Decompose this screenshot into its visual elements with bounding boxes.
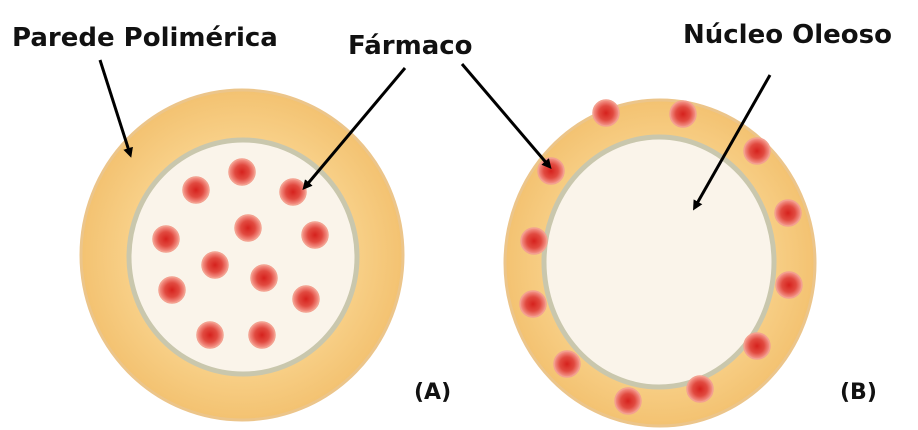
a-drug-particle — [249, 322, 275, 348]
arrow-drug-b — [462, 64, 549, 166]
label-polymer-wall: Parede Polimérica — [12, 23, 278, 53]
a-drug-particle — [159, 277, 185, 303]
b-drug-particle — [615, 388, 641, 414]
a-drug-particle — [302, 222, 328, 248]
b-drug-particle — [687, 376, 713, 402]
b-drug-particle — [538, 158, 564, 184]
b-drug-particle — [744, 138, 770, 164]
a-drug-particle — [280, 179, 306, 205]
b-drug-particle — [670, 101, 696, 127]
b-drug-particle — [776, 272, 802, 298]
b-drug-particle — [744, 333, 770, 359]
a-drug-particle — [202, 252, 228, 278]
nanosphere-a — [81, 90, 403, 420]
b-drug-particle — [775, 200, 801, 226]
nanocapsule-b — [505, 100, 815, 426]
b-drug-particle — [521, 228, 547, 254]
a-drug-particle — [229, 159, 255, 185]
label-oil-core: Núcleo Oleoso — [683, 20, 892, 50]
a-drug-particle — [197, 322, 223, 348]
label-drug: Fármaco — [348, 31, 473, 61]
a-drug-particle — [153, 226, 179, 252]
label-panel-b: (B) — [840, 380, 877, 405]
a-drug-particle — [235, 215, 261, 241]
a-drug-particle — [293, 286, 319, 312]
arrow-polymer-wall — [100, 60, 130, 154]
label-panel-a: (A) — [414, 380, 451, 405]
b-drug-particle — [554, 351, 580, 377]
b-drug-particle — [593, 100, 619, 126]
b-drug-particle — [520, 291, 546, 317]
a-drug-particle — [251, 265, 277, 291]
oil-core-b — [544, 137, 774, 387]
a-drug-particle — [183, 177, 209, 203]
